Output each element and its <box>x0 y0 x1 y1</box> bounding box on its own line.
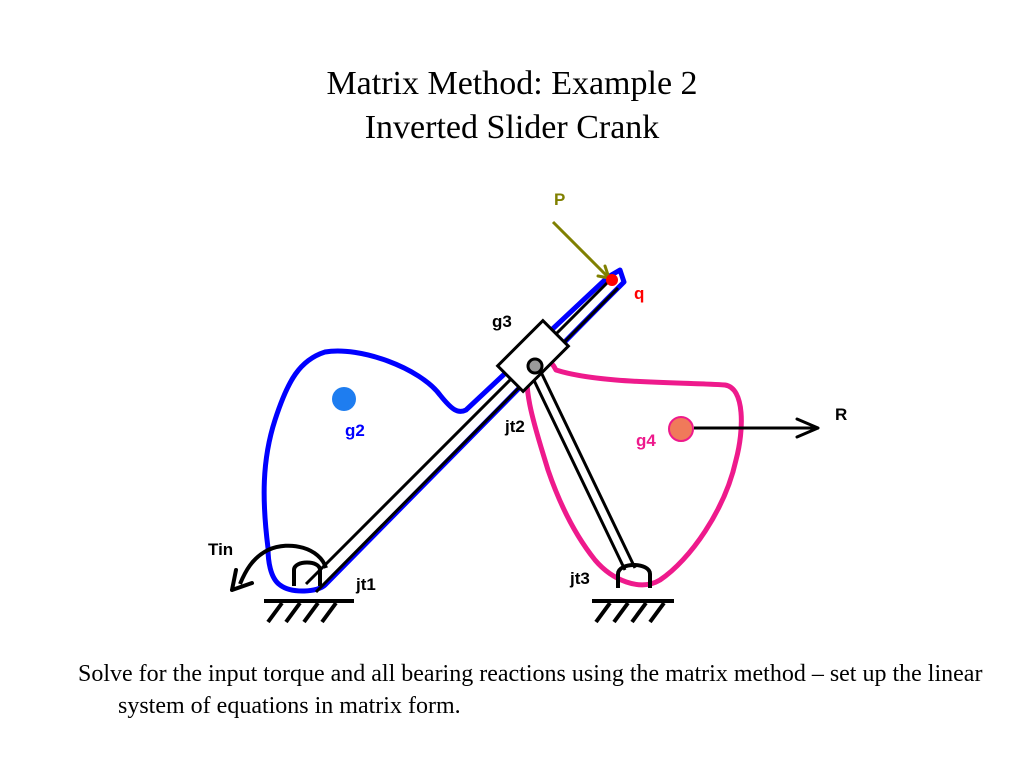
force-arrow-r <box>694 417 820 439</box>
g4-marker <box>668 416 694 442</box>
label-jt2: jt2 <box>504 417 525 436</box>
label-q: q <box>634 284 644 303</box>
link3-bar-a <box>528 371 627 571</box>
g2-marker <box>332 387 356 411</box>
slide-title: Matrix Method: Example 2 Inverted Slider… <box>0 62 1024 150</box>
torque-arrow-tin <box>230 543 328 592</box>
label-p: P <box>554 190 565 209</box>
joint-jt2 <box>526 357 544 375</box>
title-line-2: Inverted Slider Crank <box>364 109 660 146</box>
problem-statement: Solve for the input torque and all beari… <box>78 661 983 719</box>
link4-outline <box>524 352 744 588</box>
rod-line-b <box>314 286 620 594</box>
slider-block <box>495 318 571 394</box>
label-g3: g3 <box>492 312 512 331</box>
point-q <box>606 274 618 286</box>
label-g4: g4 <box>636 431 656 450</box>
force-arrow-p <box>551 220 611 280</box>
ground-jt1 <box>264 560 354 624</box>
label-tin: Tin <box>208 540 233 559</box>
label-jt3: jt3 <box>569 569 590 588</box>
link3-bar-b <box>538 369 637 569</box>
ground-jt3 <box>592 563 674 624</box>
rod-line-a <box>304 277 613 586</box>
title-line-1: Matrix Method: Example 2 <box>326 65 698 102</box>
label-g2: g2 <box>345 421 365 440</box>
label-r: R <box>835 405 847 424</box>
label-jt1: jt1 <box>355 575 376 594</box>
link2-outline <box>261 267 627 594</box>
